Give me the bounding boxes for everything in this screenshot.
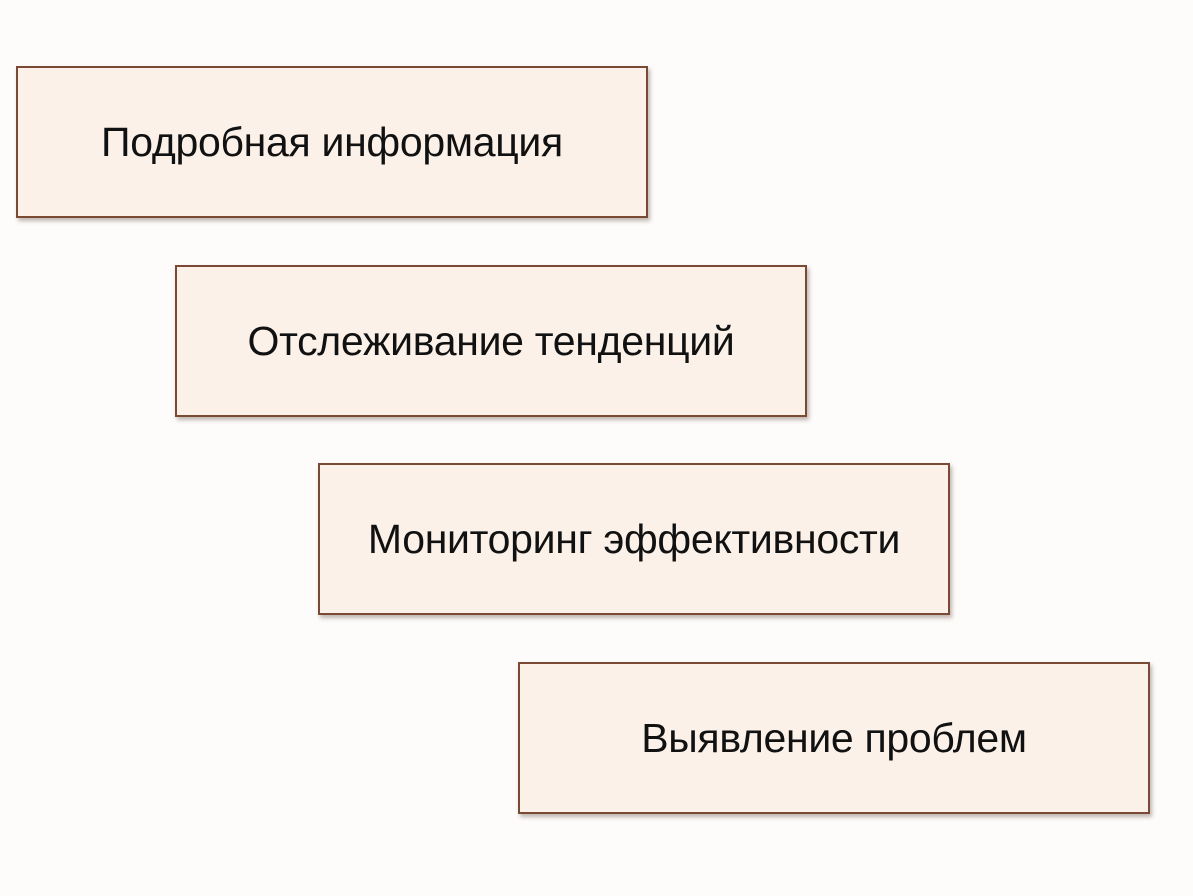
- step-label: Выявление проблем: [641, 714, 1027, 761]
- step-box-detailed-information: Подробная информация: [16, 66, 648, 218]
- step-label: Подробная информация: [101, 118, 563, 165]
- step-box-performance-monitoring: Мониторинг эффективности: [318, 463, 950, 615]
- step-box-trend-tracking: Отслеживание тенденций: [175, 265, 807, 417]
- step-label: Мониторинг эффективности: [367, 515, 901, 562]
- step-box-problem-detection: Выявление проблем: [518, 662, 1150, 814]
- step-label: Отслеживание тенденций: [247, 317, 735, 364]
